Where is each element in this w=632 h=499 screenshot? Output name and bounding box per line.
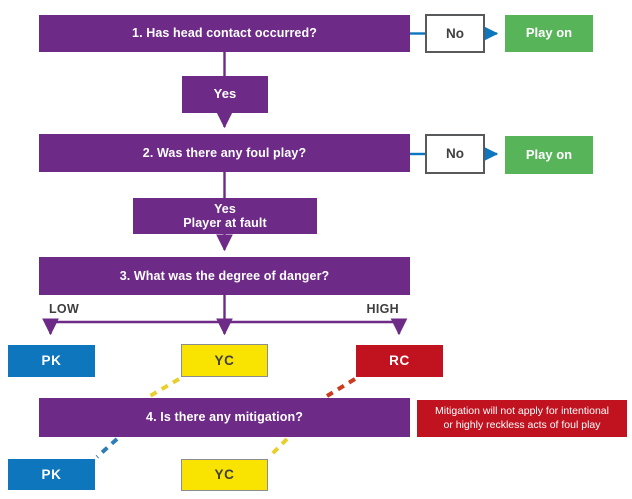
q1-play-on-label: Play on [525, 25, 573, 41]
q1-yes-label: Yes [213, 86, 237, 102]
q2-no-label: No [446, 146, 464, 162]
q1-no-label: No [446, 25, 464, 41]
q4-box: 4. Is there any mitigation? [39, 398, 410, 437]
q2-box: 2. Was there any foul play? [39, 134, 410, 172]
q2-yes-line2: Player at fault [183, 216, 267, 230]
dash-q4-to-pk [95, 437, 119, 459]
q1-no-box: No [425, 14, 485, 53]
outcome-rc-label: RC [389, 353, 410, 369]
q2-no-box: No [425, 134, 485, 174]
q1-box: 1. Has head contact occurred? [39, 15, 410, 52]
q2-yes-line1: Yes [214, 201, 236, 216]
q4-label: 4. Is there any mitigation? [146, 410, 303, 425]
outcome-yc-box: YC [181, 344, 268, 377]
outcome-pk-label: PK [41, 353, 62, 369]
dash-rc-to-q4 [325, 377, 357, 398]
q3-box: 3. What was the degree of danger? [39, 257, 410, 295]
q1-play-on-box: Play on [505, 15, 593, 52]
dash-q4-to-yc [267, 437, 289, 459]
final-pk-box: PK [8, 459, 95, 490]
final-yc-box: YC [181, 459, 268, 491]
mitigation-note-line1: Mitigation will not apply for intentiona… [435, 404, 609, 417]
high-label: HIGH [366, 302, 399, 316]
q2-label: 2. Was there any foul play? [142, 145, 307, 160]
mitigation-note-box: Mitigation will not apply for intentiona… [417, 400, 627, 437]
q2-yes-player-at-fault-box: Yes Player at fault [133, 198, 317, 234]
q3-label: 3. What was the degree of danger? [119, 268, 330, 283]
q2-play-on-box: Play on [505, 136, 593, 174]
final-yc-label: YC [214, 467, 235, 483]
q2-play-on-label: Play on [525, 146, 573, 162]
dash-yc-to-q4 [148, 377, 181, 398]
q1-yes-box: Yes [182, 76, 268, 113]
outcome-pk-box: PK [8, 345, 95, 377]
outcome-yc-label: YC [214, 352, 235, 368]
q1-label: 1. Has head contact occurred? [132, 26, 317, 41]
low-label: LOW [49, 302, 80, 316]
outcome-rc-box: RC [356, 345, 443, 377]
mitigation-note-line2: or highly reckless acts of foul play [443, 418, 601, 431]
final-pk-label: PK [41, 466, 62, 482]
